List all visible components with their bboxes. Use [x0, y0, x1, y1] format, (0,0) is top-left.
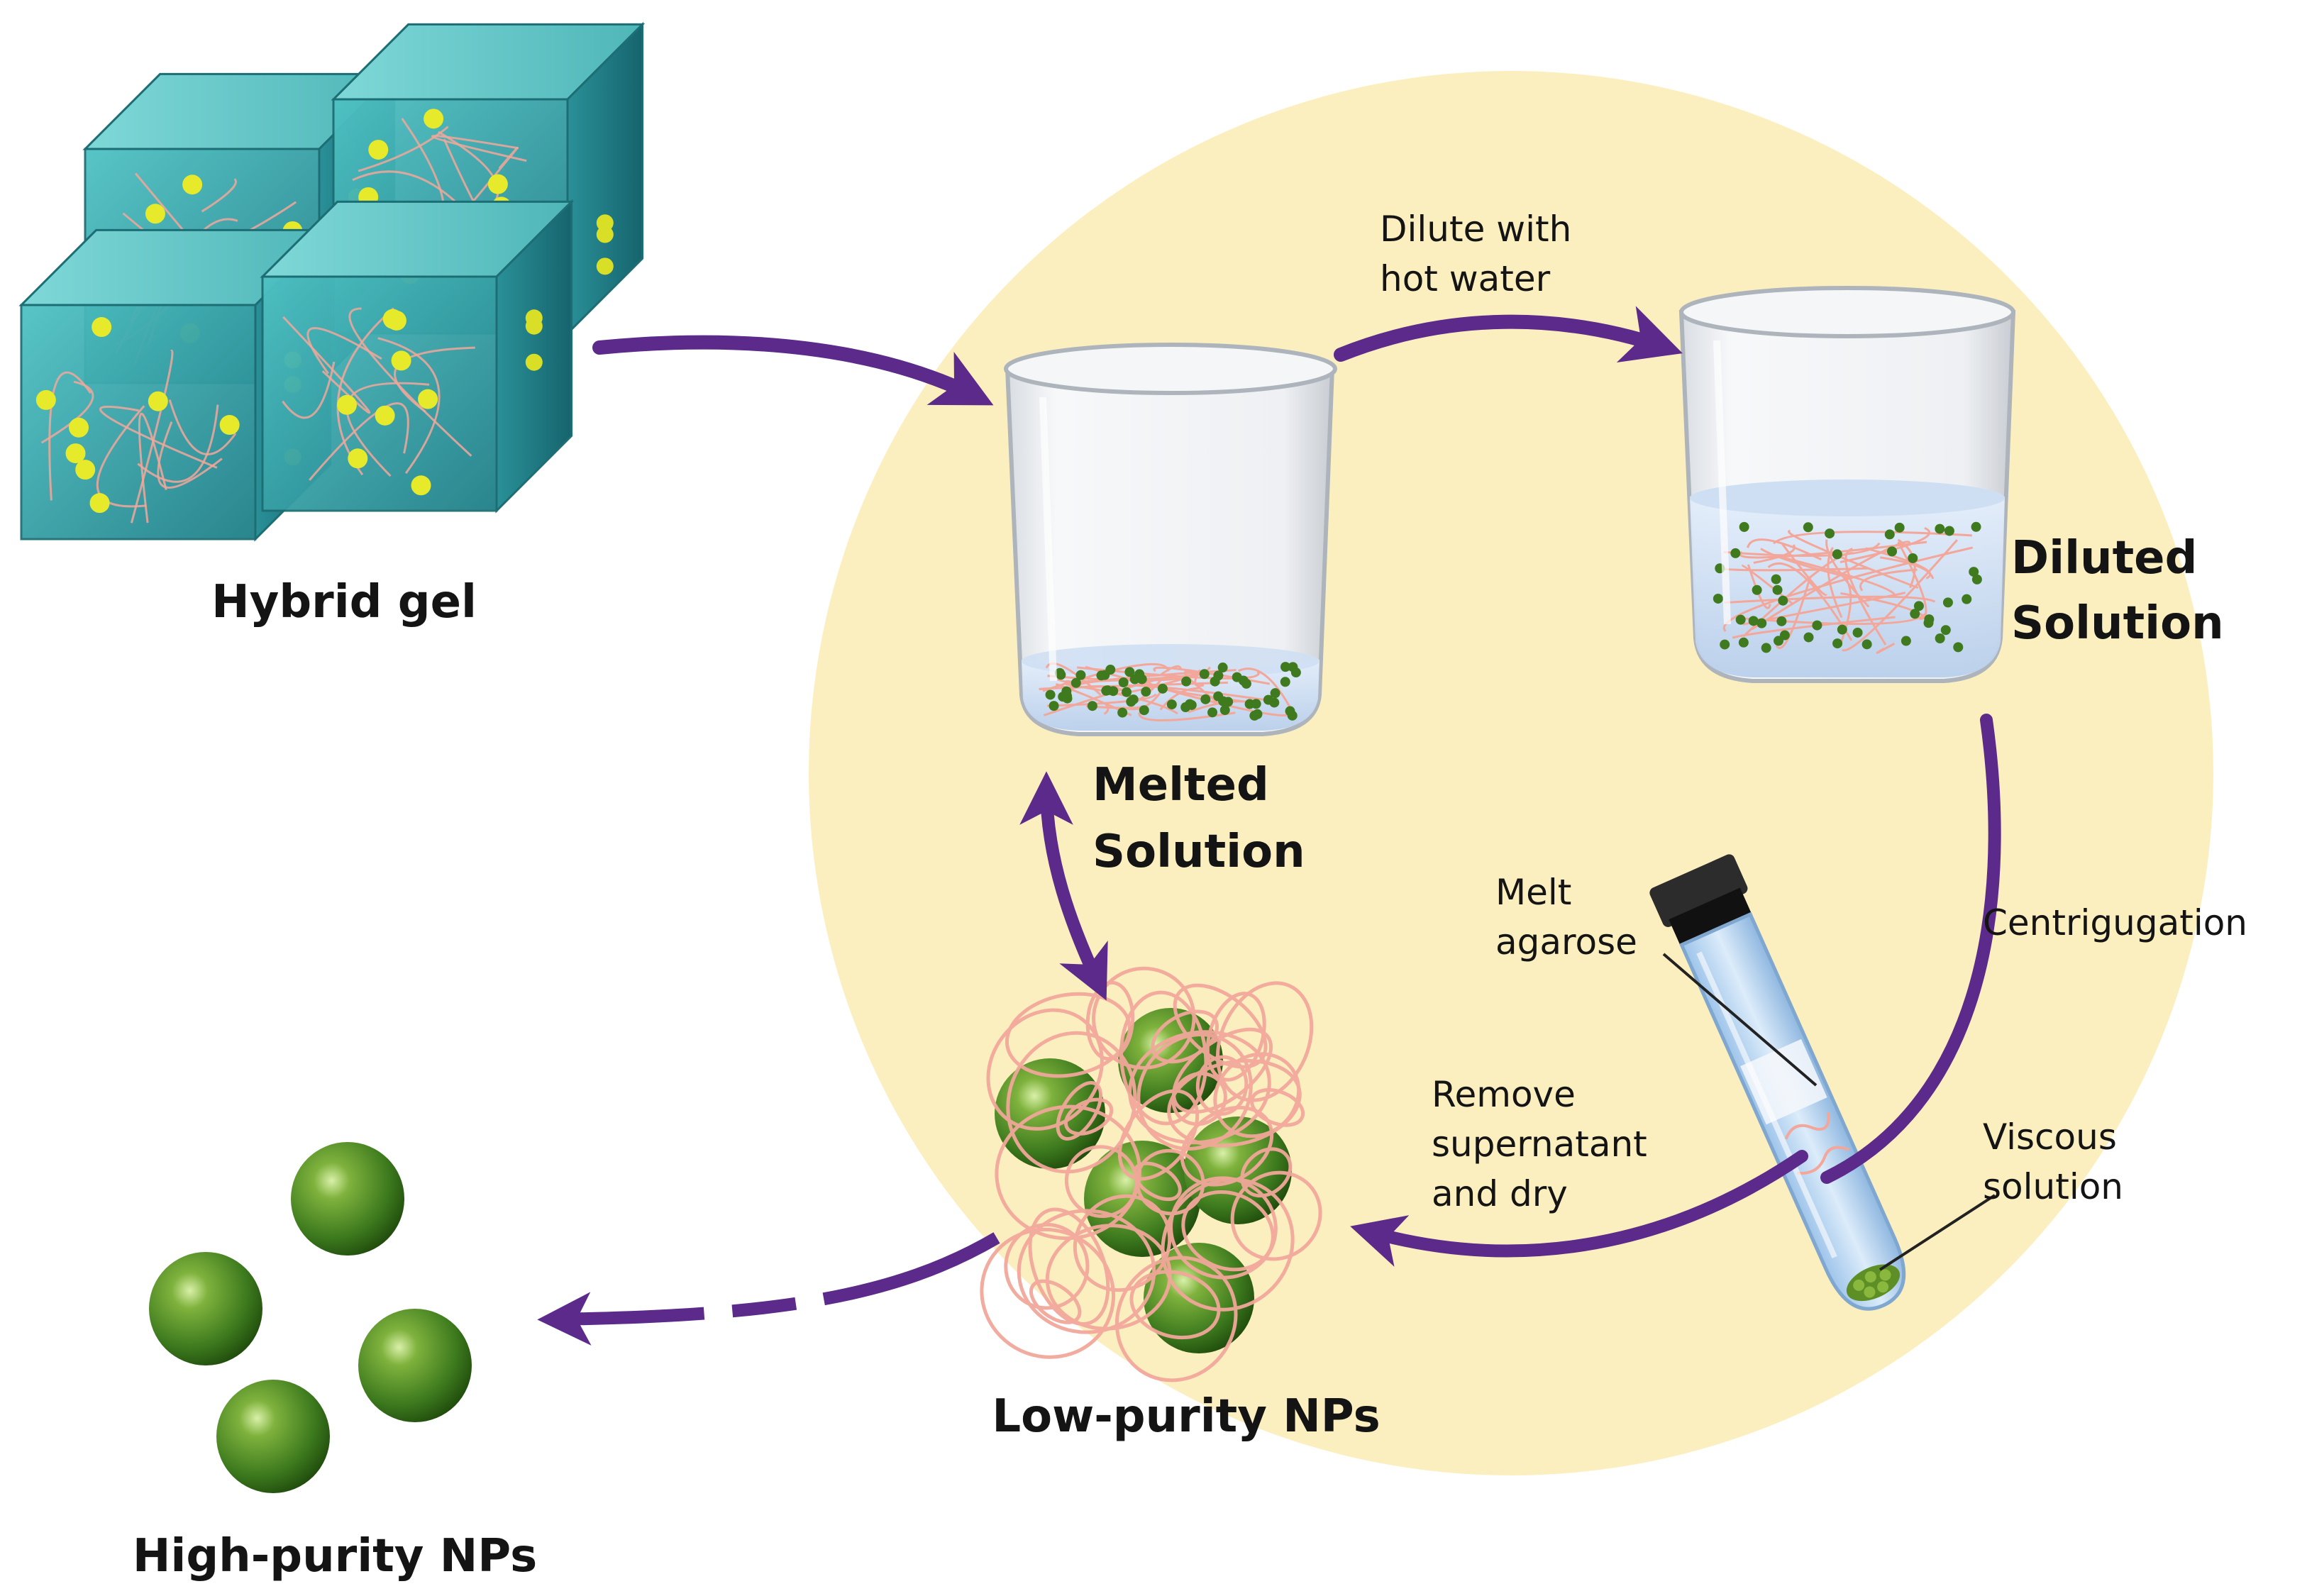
viscous-solution-pointer [1879, 1194, 1996, 1271]
melt-agarose-label: Melt agarose [1495, 872, 1637, 963]
high-purity-np [216, 1380, 330, 1493]
hybrid-gel-label: Hybrid gel [211, 576, 477, 628]
viscous-solution-label: Viscous solution [1983, 1116, 2128, 1207]
low-purity-label: Low-purity NPs [992, 1390, 1380, 1443]
melted-solution-beaker [1004, 343, 1337, 736]
dilute-step-label: Dilute with hot water [1380, 209, 1583, 299]
melted-solution-label: Melted Solution [1092, 759, 1305, 878]
diluted-solution-beaker [1678, 286, 2016, 683]
arrow-melted-low-purity-bidirectional [1019, 771, 1108, 1001]
high-purity-np [291, 1142, 404, 1256]
arrow-to-low-purity [1350, 1150, 1808, 1267]
gel-cube [260, 199, 575, 514]
high-purity-np [358, 1309, 472, 1422]
high-purity-np [149, 1252, 262, 1365]
arrow-diluted-down [1820, 714, 2001, 1184]
arrow-to-high-purity [537, 1232, 1000, 1346]
arrow-gel-to-melted [592, 335, 994, 406]
low-purity-np-cluster [980, 966, 1322, 1382]
centrifugation-step-label: Centrigugation [1983, 902, 2247, 943]
high-purity-nps [149, 1142, 472, 1493]
diluted-solution-label: Diluted Solution [2011, 532, 2224, 650]
hybrid-gel-cubes [18, 21, 646, 542]
arrow-melted-to-diluted [1334, 306, 1683, 362]
melt-agarose-pointer [1662, 953, 1818, 1087]
remove-step-label: Remove supernatant and dry [1432, 1074, 1659, 1214]
high-purity-label: High-purity NPs [133, 1530, 537, 1583]
